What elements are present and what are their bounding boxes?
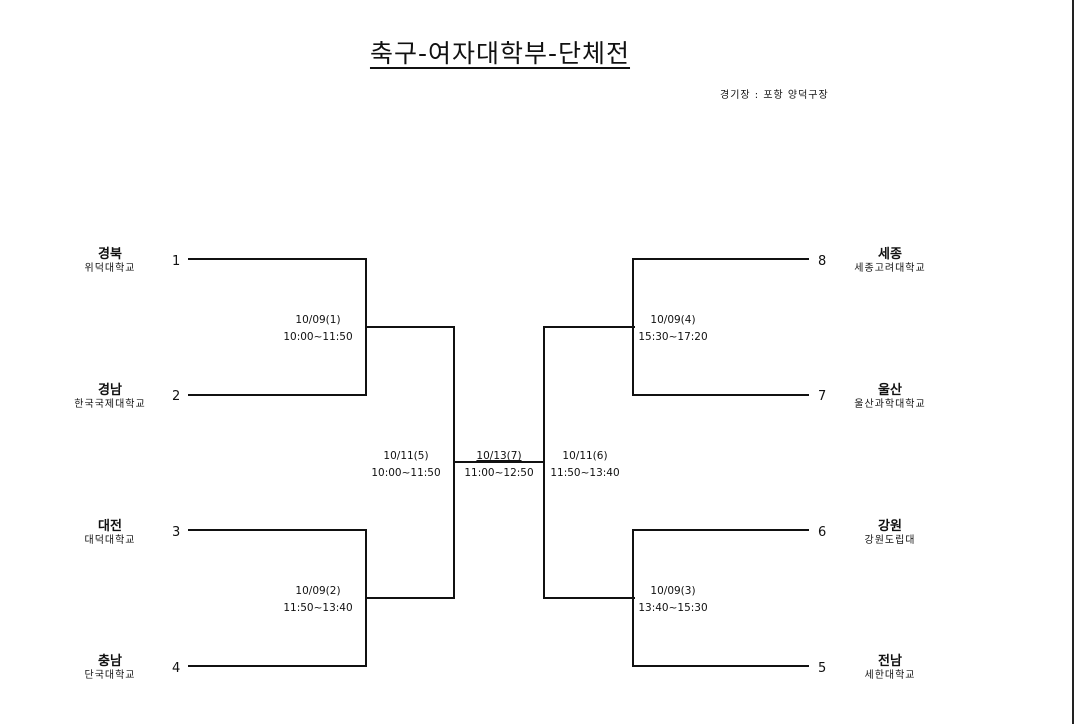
bracket-line-seed-5 xyxy=(632,665,809,667)
match-4-label: 10/09(4) 15:30~17:20 xyxy=(623,312,723,346)
team-region: 전남 xyxy=(878,654,902,669)
seed-number: 7 xyxy=(818,389,827,404)
bracket-line-match-1-out xyxy=(365,326,455,328)
bracket-line-seed-1 xyxy=(188,258,367,260)
match-time: 11:00~12:50 xyxy=(464,467,534,479)
team-region: 세종 xyxy=(878,247,902,262)
venue-label: 경기장 : 포항 양덕구장 xyxy=(720,90,829,101)
team-seed-8: 세종 세종고려대학교 xyxy=(830,247,950,275)
team-region: 대전 xyxy=(98,519,122,534)
match-2-label: 10/09(2) 11:50~13:40 xyxy=(268,583,368,617)
team-region: 경남 xyxy=(98,383,122,398)
team-seed-6: 강원 강원도립대 xyxy=(830,519,950,547)
team-seed-3: 대전 대덕대학교 xyxy=(50,519,170,547)
bracket-line-seed-7 xyxy=(632,394,809,396)
team-seed-5: 전남 세한대학교 xyxy=(830,654,950,682)
bracket-line-match-4 xyxy=(632,258,634,396)
team-region: 경북 xyxy=(98,247,122,262)
team-school: 울산과학대학교 xyxy=(854,399,926,410)
page-title: 축구-여자대학부-단체전 xyxy=(369,39,631,68)
match-time: 11:50~13:40 xyxy=(283,602,353,614)
seed-number: 1 xyxy=(172,254,181,269)
team-school: 위덕대학교 xyxy=(84,263,136,274)
match-date: 10/11(6) xyxy=(562,450,608,462)
seed-number: 5 xyxy=(818,661,827,676)
match-3-label: 10/09(3) 13:40~15:30 xyxy=(623,583,723,617)
team-school: 강원도립대 xyxy=(864,535,916,546)
page-right-border xyxy=(1072,0,1074,724)
match-date: 10/11(5) xyxy=(383,450,429,462)
match-7-label: 10/13(7) 11:00~12:50 xyxy=(449,448,549,482)
match-time: 10:00~11:50 xyxy=(371,467,441,479)
match-time: 13:40~15:30 xyxy=(638,602,708,614)
team-region: 강원 xyxy=(878,519,902,534)
team-school: 세종고려대학교 xyxy=(854,263,926,274)
match-time: 15:30~17:20 xyxy=(638,331,708,343)
bracket-line-seed-8 xyxy=(632,258,809,260)
team-school: 세한대학교 xyxy=(864,670,916,681)
bracket-line-seed-2 xyxy=(188,394,367,396)
match-date: 10/09(4) xyxy=(650,314,696,326)
seed-number: 3 xyxy=(172,525,181,540)
bracket-line-seed-3 xyxy=(188,529,367,531)
seed-number: 8 xyxy=(818,254,827,269)
bracket-line-seed-6 xyxy=(632,529,809,531)
team-seed-7: 울산 울산과학대학교 xyxy=(830,383,950,411)
team-school: 대덕대학교 xyxy=(84,535,136,546)
match-6-label: 10/11(6) 11:50~13:40 xyxy=(535,448,635,482)
match-date: 10/09(2) xyxy=(295,585,341,597)
bracket-line-seed-4 xyxy=(188,665,367,667)
match-date: 10/09(1) xyxy=(295,314,341,326)
match-time: 10:00~11:50 xyxy=(283,331,353,343)
match-1-label: 10/09(1) 10:00~11:50 xyxy=(268,312,368,346)
bracket-line-match-3-out xyxy=(543,597,635,599)
bracket-line-final xyxy=(453,461,545,463)
seed-number: 6 xyxy=(818,525,827,540)
team-school: 한국국제대학교 xyxy=(74,399,146,410)
bracket-line-match-2-out xyxy=(365,597,455,599)
team-seed-2: 경남 한국국제대학교 xyxy=(50,383,170,411)
team-region: 충남 xyxy=(98,654,122,669)
bracket-line-match-3 xyxy=(632,529,634,667)
team-region: 울산 xyxy=(878,383,902,398)
team-seed-1: 경북 위덕대학교 xyxy=(50,247,170,275)
seed-number: 4 xyxy=(172,661,181,676)
match-date: 10/09(3) xyxy=(650,585,696,597)
match-5-label: 10/11(5) 10:00~11:50 xyxy=(356,448,456,482)
team-school: 단국대학교 xyxy=(84,670,136,681)
seed-number: 2 xyxy=(172,389,181,404)
team-seed-4: 충남 단국대학교 xyxy=(50,654,170,682)
bracket-line-match-6 xyxy=(543,326,545,599)
match-date: 10/13(7) xyxy=(476,450,522,462)
match-time: 11:50~13:40 xyxy=(550,467,620,479)
bracket-line-match-4-out xyxy=(543,326,635,328)
